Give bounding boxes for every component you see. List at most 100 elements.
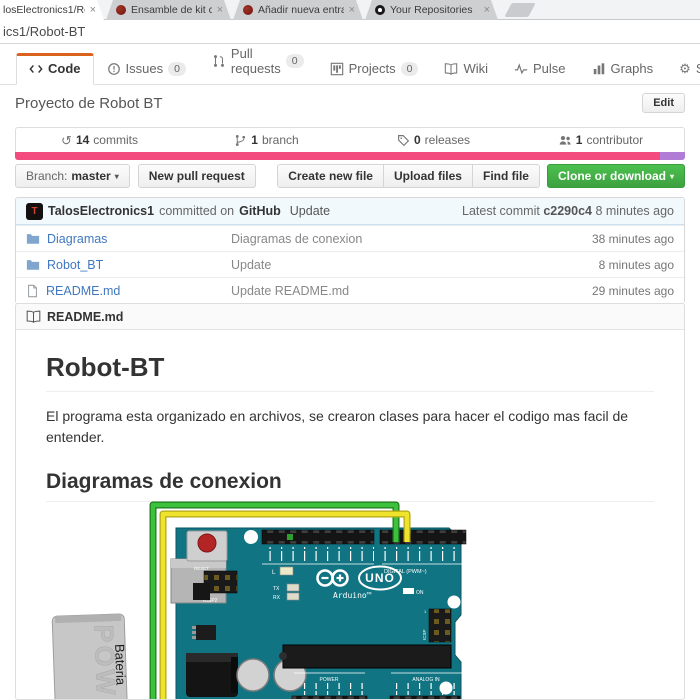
mounting-hole <box>244 530 258 544</box>
tab-title: Añadir nueva entrada ‹ T <box>258 4 341 16</box>
table-row[interactable]: README.md Update README.md 29 minutes ag… <box>16 277 684 303</box>
new-pull-request-button[interactable]: New pull request <box>137 164 256 188</box>
file-link[interactable]: README.md <box>46 283 121 298</box>
tab-settings[interactable]: ⚙ Settings <box>666 53 700 85</box>
branch-icon <box>236 134 246 146</box>
people-icon <box>559 135 571 145</box>
clone-or-download-button[interactable]: Clone or download ▾ <box>546 164 685 188</box>
latest-commit-bar: T TalosElectronics1 committed on GitHub … <box>16 198 684 225</box>
branch-selector-button[interactable]: Branch: master ▾ <box>15 164 130 188</box>
language-segment-other[interactable] <box>660 152 685 160</box>
tab-close-icon[interactable]: × <box>483 3 490 16</box>
commit-author-link[interactable]: TalosElectronics1 <box>48 204 155 218</box>
file-commit-message[interactable]: Update README.md <box>231 283 350 298</box>
arduino-brand-label: Arduino™ <box>333 591 372 600</box>
language-segment-cpp[interactable] <box>15 152 661 160</box>
tag-icon <box>398 134 410 146</box>
file-icon <box>28 284 37 297</box>
commit-time: 8 minutes ago <box>595 204 674 218</box>
icsp2-label: ICSP2 <box>203 598 218 604</box>
readme-paragraph: El programa esta organizado en archivos,… <box>46 408 629 445</box>
code-icon <box>29 64 43 73</box>
readme-panel: README.md Robot-BT El programa esta orga… <box>15 303 685 700</box>
tab-code[interactable]: Code <box>16 53 94 85</box>
readme-title: Robot-BT <box>46 352 654 392</box>
find-file-button[interactable]: Find file <box>471 164 540 188</box>
address-bar[interactable]: ics1/Robot-BT <box>0 20 700 44</box>
browser-tab-repositories[interactable]: Your Repositories × <box>365 0 498 20</box>
tab-graphs[interactable]: Graphs <box>579 53 667 85</box>
upload-files-button[interactable]: Upload files <box>382 164 473 188</box>
tab-projects[interactable]: Projects 0 <box>317 53 432 85</box>
tab-close-icon[interactable]: × <box>216 3 223 16</box>
table-row[interactable]: Diagramas Diagramas de conexion 38 minut… <box>16 225 684 251</box>
issues-count: 0 <box>168 61 186 76</box>
language-bar[interactable] <box>15 152 685 160</box>
arduino-logo-icon <box>316 569 349 587</box>
tab-wiki[interactable]: Wiki <box>431 53 501 85</box>
file-link[interactable]: Robot_BT <box>47 257 104 272</box>
edit-description-button[interactable]: Edit <box>642 93 685 113</box>
repo-description: Proyecto de Robot BT <box>15 95 163 112</box>
battery-brand-text: POWER <box>88 624 122 700</box>
tab-title: losElectronics1/Robot- <box>3 4 85 16</box>
battery-pack: POWER Bateria <box>51 613 129 700</box>
browser-tab-ensamble[interactable]: Ensamble de kit chasis d × <box>106 0 231 20</box>
file-age: 38 minutes ago <box>591 231 674 246</box>
digital-label: DIGITAL (PWM~) <box>384 569 427 575</box>
folder-icon <box>26 234 40 244</box>
commit-message-link[interactable]: Update <box>289 204 331 218</box>
file-browser: T TalosElectronics1 committed on GitHub … <box>15 197 685 304</box>
file-link[interactable]: Diagramas <box>47 231 108 246</box>
arduino-wiring-diagram-image[interactable]: POWER Bateria RESET DIGITAL <box>46 495 666 700</box>
readme-filename: README.md <box>47 309 124 324</box>
yellow-wire <box>159 510 411 699</box>
pulse-icon <box>514 62 528 74</box>
file-commit-message[interactable]: Update <box>231 257 272 272</box>
usb-chip <box>193 583 210 600</box>
talos-favicon-icon <box>243 5 253 15</box>
browser-tab-anadir[interactable]: Añadir nueva entrada ‹ T × <box>233 0 363 20</box>
issue-icon <box>107 62 120 75</box>
capacitor <box>236 658 270 692</box>
browser-tab-current[interactable]: losElectronics1/Robot- × <box>0 0 104 20</box>
gear-icon: ⚙ <box>679 61 691 76</box>
analog-pins-label: ANALOG IN <box>412 677 440 683</box>
wiki-icon <box>445 62 458 75</box>
reset-label: RESET <box>194 566 209 571</box>
l-led-label: L <box>272 570 276 576</box>
projects-icon <box>330 62 343 75</box>
commit-hash-link[interactable]: c2290c4 <box>543 204 592 218</box>
book-icon <box>26 310 41 323</box>
file-age: 8 minutes ago <box>598 257 674 272</box>
browser-tab-strip: losElectronics1/Robot- × Ensamble de kit… <box>0 0 700 20</box>
projects-count: 0 <box>400 61 419 76</box>
create-new-file-button[interactable]: Create new file <box>277 164 384 188</box>
tab-pulse[interactable]: Pulse <box>501 53 579 85</box>
icsp-pin1-label: 1 <box>424 609 427 614</box>
tab-close-icon[interactable]: × <box>348 3 355 16</box>
new-tab-button[interactable] <box>504 3 536 17</box>
tab-close-icon[interactable]: × <box>89 3 96 16</box>
power-pins-label: POWER <box>320 677 339 683</box>
tab-issues[interactable]: Issues 0 <box>94 53 199 85</box>
avatar[interactable]: T <box>26 202 43 220</box>
arduino-board: RESET DIGITAL (PWM~) ICSP2 L TX RX <box>170 527 467 699</box>
tab-pull-requests[interactable]: Pull requests 0 <box>199 38 317 85</box>
tab-title: Your Repositories <box>390 4 473 16</box>
file-age: 29 minutes ago <box>591 283 674 298</box>
talos-favicon-icon <box>116 5 126 15</box>
atmega-chip <box>282 644 452 669</box>
readme-header: README.md <box>16 304 684 330</box>
file-commit-message[interactable]: Diagramas de conexion <box>231 231 363 246</box>
pr-count: 0 <box>285 54 304 68</box>
folder-icon <box>26 260 40 270</box>
rx-led-label: RX <box>273 595 281 601</box>
table-row[interactable]: Robot_BT Update 8 minutes ago <box>16 251 684 277</box>
mounting-hole <box>439 681 453 695</box>
